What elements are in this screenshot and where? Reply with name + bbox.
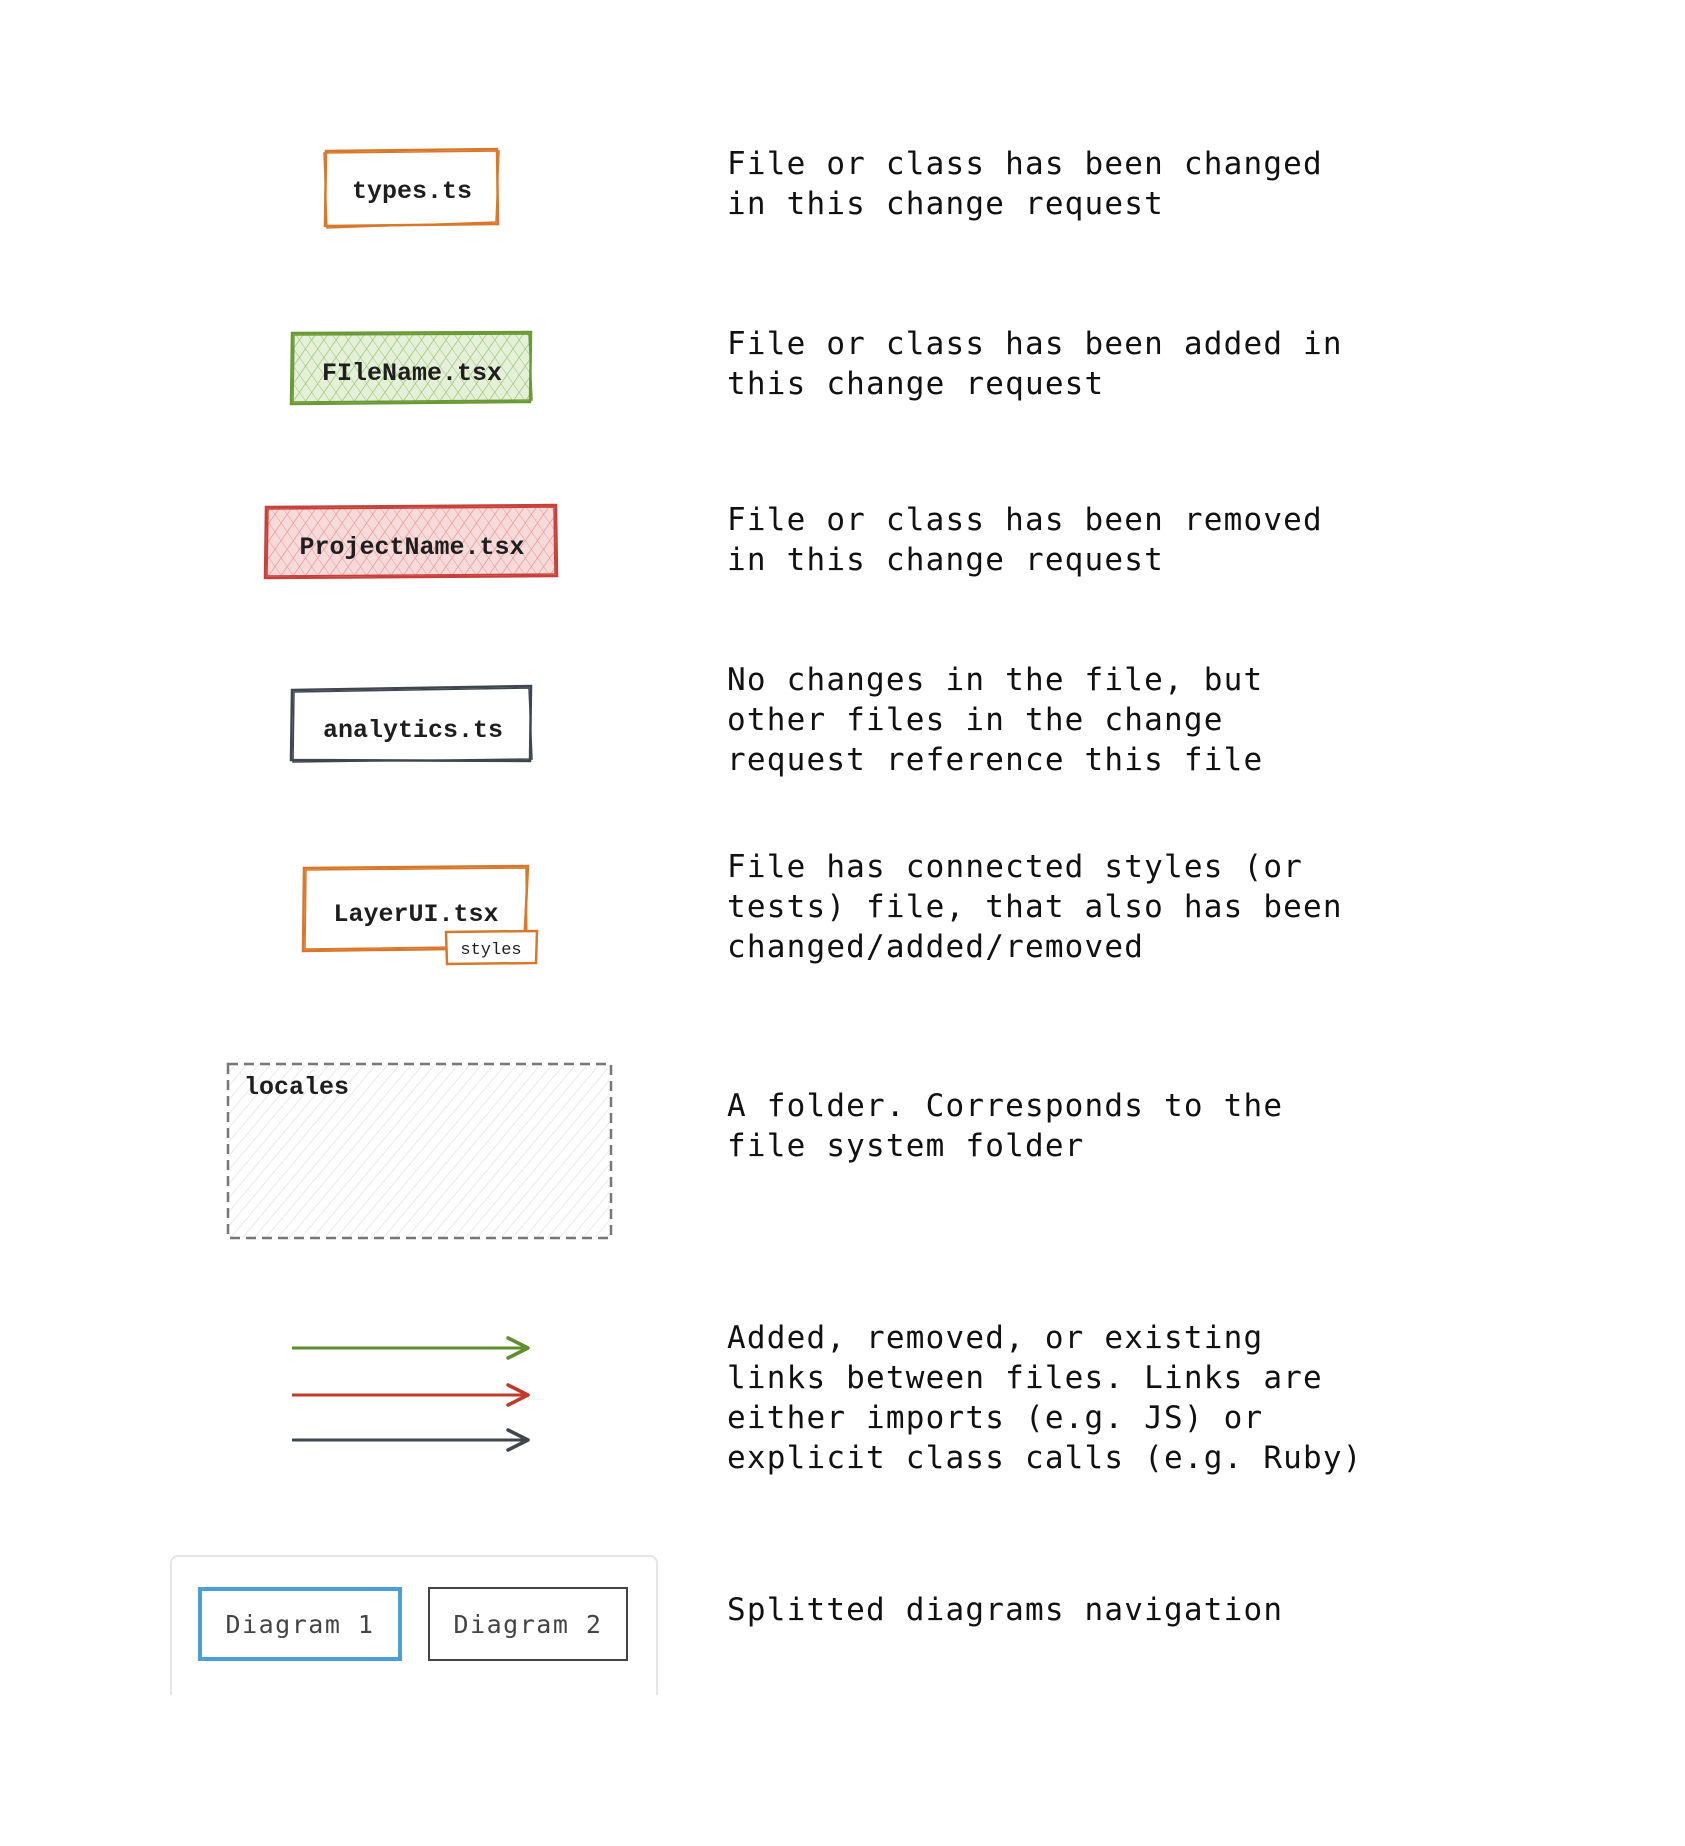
tab-diagram-2[interactable]: Diagram 2 xyxy=(428,1587,628,1661)
folder-label: locales xyxy=(244,1073,349,1102)
removed-description: File or class has been removed in this c… xyxy=(727,502,1323,578)
navigation-description: Splitted diagrams navigation xyxy=(727,1592,1284,1628)
links-description: Added, removed, or existing links betwee… xyxy=(727,1320,1363,1476)
changed-description: File or class has been changed in this c… xyxy=(727,146,1323,222)
folder-description: A folder. Corresponds to the file system… xyxy=(727,1088,1284,1164)
referenced-file-box: analytics.ts xyxy=(289,684,533,763)
removed-file-label: ProjectName.tsx xyxy=(299,533,524,562)
tab-diagram-1[interactable]: Diagram 1 xyxy=(198,1587,402,1661)
green-arrow-icon xyxy=(292,1336,530,1360)
styles-badge: styles xyxy=(444,929,539,966)
added-file-label: FIleName.tsx xyxy=(322,359,502,388)
dark-arrow-icon xyxy=(292,1428,530,1452)
connected-styles-description: File has connected styles (or tests) fil… xyxy=(727,849,1343,965)
added-file-box: FIleName.tsx xyxy=(289,330,533,406)
links-arrows xyxy=(292,1336,530,1452)
styles-badge-label: styles xyxy=(460,941,521,960)
red-arrow-icon xyxy=(292,1383,530,1407)
changed-file-label: types.ts xyxy=(352,177,472,206)
connected-styles-file-label: LayerUI.tsx xyxy=(333,900,498,929)
diagram-navigation: Diagram 1 Diagram 2 xyxy=(170,1555,658,1695)
connected-styles-file-box: LayerUI.tsx styles xyxy=(301,864,539,966)
removed-file-box: ProjectName.tsx xyxy=(263,503,559,580)
legend-row-changed: types.ts File or class has been changed … xyxy=(0,0,1685,260)
referenced-description: No changes in the file, but other files … xyxy=(727,662,1264,778)
referenced-file-label: analytics.ts xyxy=(323,716,503,745)
folder-box: locales xyxy=(226,1062,613,1240)
changed-file-box: types.ts xyxy=(323,147,500,229)
added-description: File or class has been added in this cha… xyxy=(727,326,1343,402)
